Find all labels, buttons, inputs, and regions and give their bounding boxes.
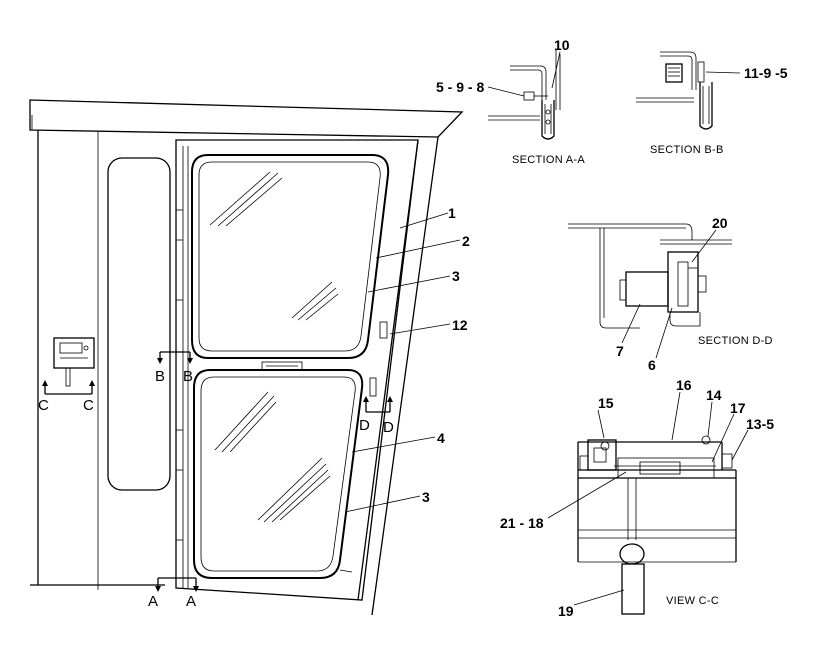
- main-leaders: [344, 212, 461, 513]
- section-c-left: C: [38, 397, 49, 414]
- caption-section-aa: SECTION A-A: [512, 154, 585, 166]
- callout-15: 15: [598, 395, 614, 411]
- section-b-right: B: [183, 368, 193, 385]
- callout-14: 14: [706, 387, 722, 403]
- door: [175, 139, 419, 601]
- section-c-right: C: [83, 397, 94, 414]
- callout-17: 17: [730, 400, 746, 416]
- callout-2: 2: [462, 233, 470, 249]
- section-markers: [42, 351, 393, 592]
- section-aa-drawing: [487, 50, 561, 140]
- callout-11-9-5: 11-9 -5: [744, 65, 788, 81]
- callout-19: 19: [558, 603, 574, 619]
- lower-glass: [193, 369, 364, 579]
- section-b-left: B: [155, 368, 165, 385]
- callout-13-5: 13-5: [746, 416, 774, 432]
- callout-12: 12: [452, 317, 468, 333]
- cab-outline: [29, 99, 464, 616]
- callout-7: 7: [616, 343, 624, 359]
- caption-view-cc: VIEW C-C: [666, 595, 719, 607]
- section-a-right: A: [186, 593, 196, 610]
- section-a-left: A: [148, 593, 158, 610]
- handle-assembly: [53, 337, 95, 387]
- callout-4: 4: [437, 430, 445, 446]
- callout-5-9-8: 5 - 9 - 8: [436, 79, 484, 95]
- view-cc-drawing: [547, 391, 749, 615]
- callout-21-18: 21 - 18: [500, 515, 544, 531]
- callout-3-upper: 3: [452, 268, 460, 284]
- section-d-right: D: [383, 419, 394, 436]
- callout-6: 6: [648, 357, 656, 373]
- upper-glass: [191, 154, 390, 359]
- section-dd-drawing: [568, 223, 732, 359]
- side-window: [107, 157, 171, 491]
- caption-section-bb: SECTION B-B: [650, 144, 724, 156]
- section-d-left: D: [359, 417, 370, 434]
- callout-10: 10: [554, 37, 570, 53]
- caption-section-dd: SECTION D-D: [698, 335, 773, 347]
- callout-3-lower: 3: [422, 489, 430, 505]
- callout-20: 20: [712, 215, 728, 231]
- callout-16: 16: [676, 377, 692, 393]
- callout-1: 1: [448, 205, 456, 221]
- section-bb-drawing: [636, 51, 741, 130]
